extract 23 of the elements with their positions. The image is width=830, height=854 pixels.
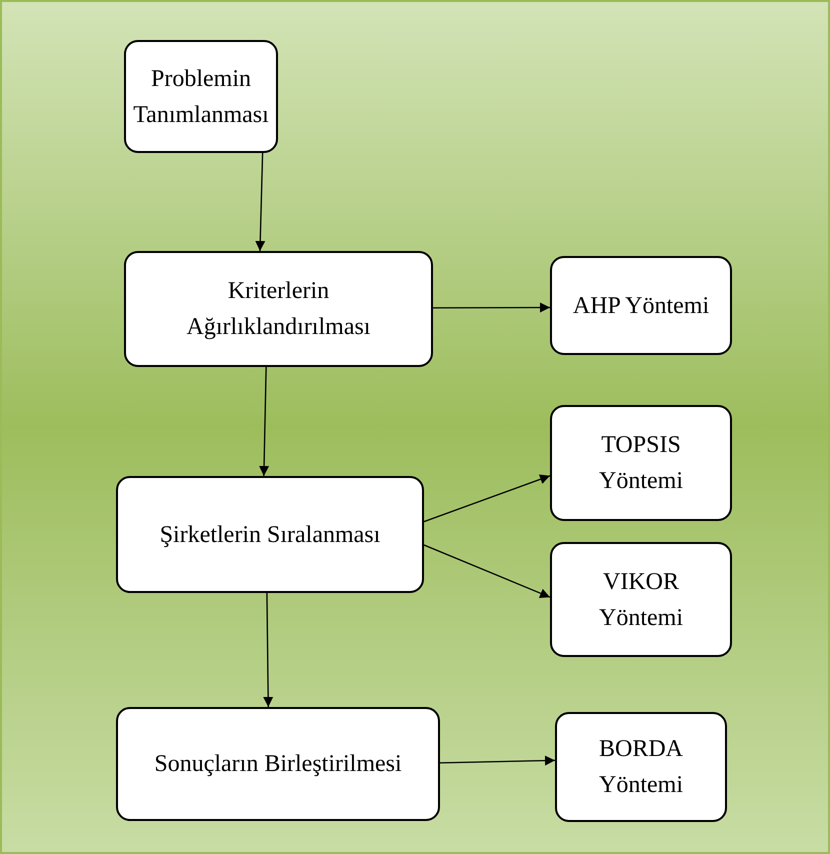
box-text: TOPSIS Yöntemi	[598, 431, 684, 496]
box-text: VIKOR Yöntemi	[598, 568, 684, 632]
arrow	[263, 593, 274, 707]
arrow	[255, 152, 266, 252]
process-box	[550, 542, 732, 657]
box-text: AHP Yöntemi	[572, 292, 710, 320]
box-text: Şirketlerin Sıralanması	[160, 520, 380, 550]
arrow	[424, 544, 550, 598]
arrow	[259, 366, 270, 476]
process-box	[124, 251, 433, 367]
process-box	[124, 40, 278, 153]
process-box	[116, 476, 424, 593]
box-text: BORDA Yöntemi	[598, 735, 684, 800]
box-text: Sonuçların Birleştirilmesi	[154, 750, 402, 779]
process-box	[116, 707, 440, 821]
process-box	[550, 405, 732, 521]
process-box	[550, 256, 732, 355]
arrow	[440, 756, 556, 766]
process-box	[555, 712, 727, 822]
box-text: Kriterlerin Ağırlıklandırılması	[186, 277, 372, 342]
box-text: Problemin Tanımlanması	[133, 64, 269, 130]
arrow	[424, 474, 550, 522]
arrow	[433, 302, 550, 312]
